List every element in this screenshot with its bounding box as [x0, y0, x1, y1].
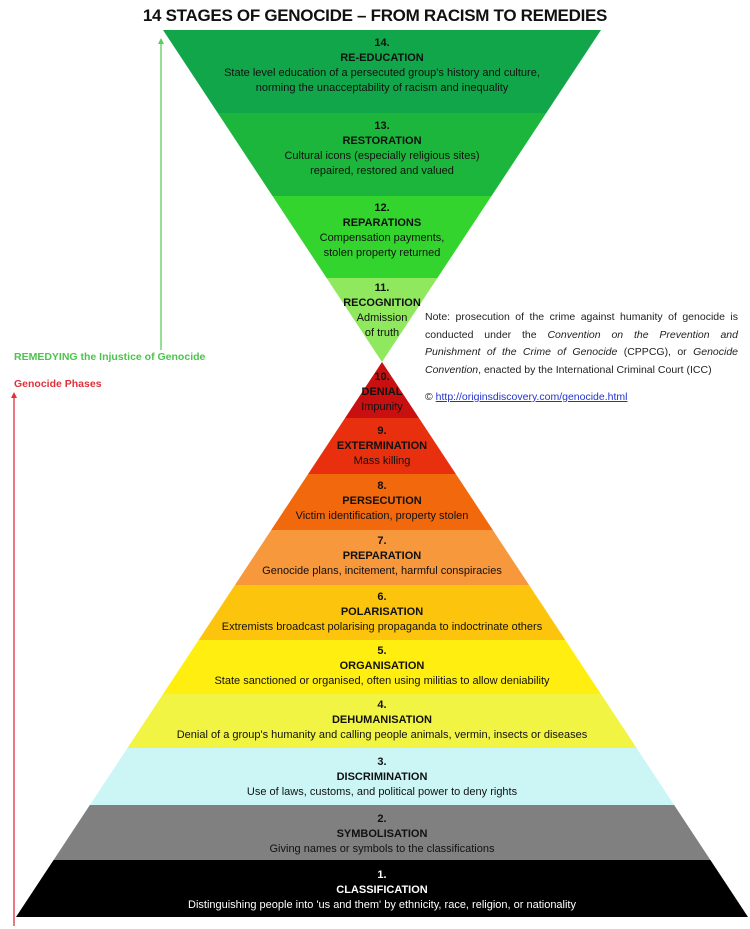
- stage-4: 4. DEHUMANISATION Denial of a group's hu…: [132, 698, 632, 743]
- stage-description: Cultural icons (especially religious sit…: [284, 150, 480, 162]
- stage-description: Victim identification, property stolen: [295, 510, 469, 522]
- stage-number: 3.: [377, 756, 387, 768]
- stage-description: Impunity: [361, 401, 403, 413]
- stage-number: 12.: [374, 202, 390, 214]
- stage-name: POLARISATION: [340, 606, 424, 618]
- stage-description: norming the unacceptability of racism an…: [255, 82, 509, 94]
- genocide-band: [308, 418, 456, 474]
- stage-description: State sanctioned or organised, often usi…: [214, 675, 550, 687]
- stage-name: DEHUMANISATION: [331, 714, 432, 726]
- stage-name: ORGANISATION: [339, 660, 425, 672]
- stage-2: 2. SYMBOLISATION Giving names or symbols…: [132, 812, 632, 857]
- stage-number: 11.: [374, 282, 390, 294]
- stage-description: Denial of a group's humanity and calling…: [176, 729, 588, 741]
- stage-8: 8. PERSECUTION Victim identification, pr…: [132, 479, 632, 524]
- genocide-band: [198, 585, 566, 640]
- copyright-icon: ©: [425, 391, 433, 403]
- remedy-band: [217, 113, 547, 196]
- remedy-band: [272, 196, 492, 278]
- stage-7: 7. PREPARATION Genocide plans, incitemen…: [132, 534, 632, 579]
- stage-12: 12. REPARATIONS Compensation payments, s…: [132, 201, 632, 261]
- phases-label: Genocide Phases: [14, 378, 102, 390]
- stage-10: 10. DENIAL Impunity: [132, 370, 632, 415]
- stage-name: CLASSIFICATION: [336, 884, 428, 896]
- stage-description: of truth: [364, 327, 400, 339]
- stage-name: RE-EDUCATION: [340, 52, 424, 64]
- stage-number: 8.: [377, 480, 387, 492]
- stage-description: State level education of a persecuted gr…: [224, 67, 540, 79]
- stage-13: 13. RESTORATION Cultural icons (especial…: [132, 119, 632, 179]
- genocide-band: [16, 860, 748, 917]
- note-text: Note: prosecution of the crime against h…: [425, 311, 738, 341]
- stage-description: Use of laws, customs, and political powe…: [246, 786, 518, 798]
- page-title: 14 STAGES OF GENOCIDE – FROM RACISM TO R…: [142, 6, 608, 25]
- stage-3: 3. DISCRIMINATION Use of laws, customs, …: [132, 755, 632, 800]
- stage-name: RECOGNITION: [343, 297, 421, 309]
- copyright-line: © http://originsdiscovery.com/genocide.h…: [425, 391, 627, 403]
- genocide-band: [89, 748, 675, 805]
- stage-description: Extremists broadcast polarising propagan…: [221, 621, 543, 633]
- stage-number: 1.: [377, 869, 387, 881]
- phases-arrow-head: [11, 392, 17, 398]
- note-italic: Genocide Convention: [425, 346, 739, 376]
- genocide-band: [163, 640, 601, 694]
- stage-name: REPARATIONS: [342, 217, 422, 229]
- note-italic: Convention on the Prevention and Punishm…: [425, 328, 738, 359]
- prosecution-note: Note: prosecution of the crime against h…: [425, 309, 738, 379]
- stage-description: Admission: [356, 312, 408, 324]
- stage-description: repaired, restored and valued: [310, 165, 454, 177]
- genocide-band: [271, 474, 493, 530]
- stage-number: 6.: [377, 591, 387, 603]
- remedy-band: [163, 30, 601, 113]
- stage-number: 5.: [377, 645, 387, 657]
- stage-description: Distinguishing people into 'us and them'…: [188, 899, 576, 911]
- stage-number: 14.: [374, 37, 390, 49]
- note-text: (CPPCG), or: [617, 346, 694, 358]
- stage-description: Genocide plans, incitement, harmful cons…: [262, 565, 502, 577]
- stage-5: 5. ORGANISATION State sanctioned or orga…: [132, 644, 632, 689]
- stage-description: Mass killing: [353, 455, 411, 467]
- stage-number: 7.: [377, 535, 387, 547]
- stage-6: 6. POLARISATION Extremists broadcast pol…: [132, 590, 632, 635]
- stage-9: 9. EXTERMINATION Mass killing: [132, 424, 632, 469]
- stage-number: 2.: [377, 813, 387, 825]
- genocide-band: [345, 362, 419, 418]
- stage-name: EXTERMINATION: [336, 440, 428, 452]
- genocide-band: [234, 530, 530, 585]
- stage-name: DENIAL: [361, 386, 403, 398]
- genocide-band: [127, 694, 637, 748]
- stage-name: PREPARATION: [342, 550, 422, 562]
- stage-1: 1. CLASSIFICATION Distinguishing people …: [132, 868, 632, 913]
- genocide-band: [53, 805, 711, 860]
- remedy-band: [326, 278, 438, 362]
- stage-number: 13.: [374, 120, 390, 132]
- stage-number: 4.: [377, 699, 387, 711]
- source-link[interactable]: http://originsdiscovery.com/genocide.htm…: [435, 391, 628, 403]
- remedy-label: REMEDYING the Injustice of Genocide: [14, 351, 206, 363]
- stage-number: 10.: [374, 371, 390, 383]
- stage-name: DISCRIMINATION: [336, 771, 428, 783]
- stage-description: Compensation payments,: [319, 232, 445, 244]
- note-text: , enacted by the International Criminal …: [478, 363, 712, 376]
- stage-11: 11. RECOGNITION Admission of truth: [132, 281, 632, 341]
- stage-name: PERSECUTION: [342, 495, 422, 507]
- stage-name: SYMBOLISATION: [336, 828, 428, 840]
- stage-description: stolen property returned: [323, 247, 441, 259]
- stage-name: RESTORATION: [342, 135, 422, 147]
- stage-description: Giving names or symbols to the classific…: [269, 843, 495, 855]
- stage-14: 14. RE-EDUCATION State level education o…: [132, 36, 632, 96]
- stage-number: 9.: [377, 425, 387, 437]
- remedy-arrow-head: [158, 38, 164, 44]
